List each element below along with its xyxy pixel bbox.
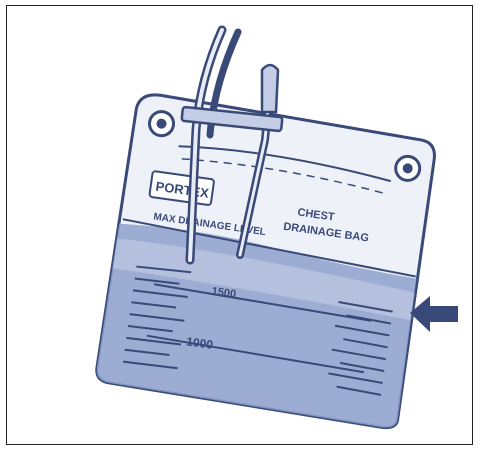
arrow-icon [410, 296, 458, 332]
